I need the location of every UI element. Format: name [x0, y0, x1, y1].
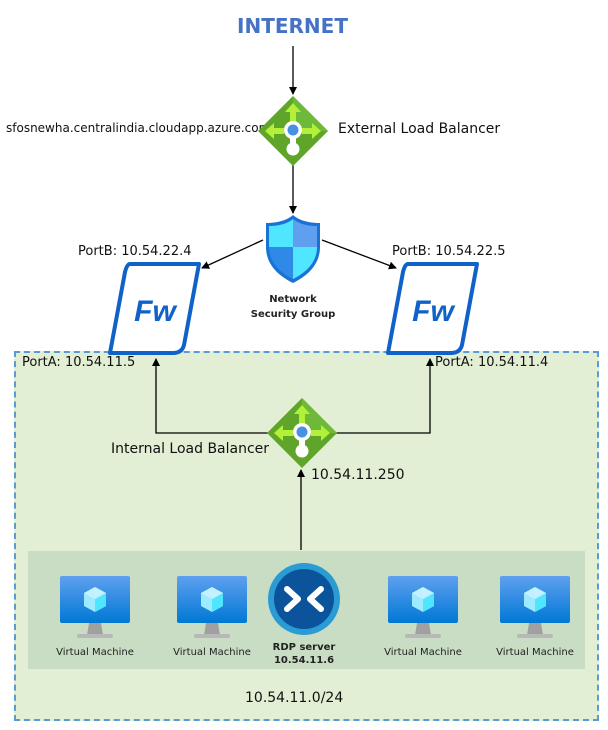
fw2-glyph: Fw [412, 295, 455, 328]
rdp-ip: 10.54.11.6 [273, 655, 335, 666]
shield-icon [266, 215, 320, 283]
virtual-machine-icon [177, 576, 247, 638]
fw2-porta-label: PortA: 10.54.11.4 [435, 355, 549, 370]
arrow-nsg-to-fw2 [321, 239, 397, 270]
ilb-ip: 10.54.11.250 [311, 467, 405, 483]
rdp-label: RDP server [272, 642, 336, 653]
virtual-machine-icon [60, 576, 130, 638]
vm-node: Virtual Machine [167, 575, 257, 658]
virtual-machine-icon [500, 576, 570, 638]
elb-dns-name: sfosnewha.centralindia.cloudapp.azure.co… [6, 121, 271, 135]
nsg-label-line1: Network [269, 294, 317, 305]
vm-label: Virtual Machine [173, 647, 251, 658]
fw2-portb-label: PortB: 10.54.22.5 [392, 244, 506, 259]
rdp-icon [268, 563, 340, 635]
load-balancer-icon [267, 398, 337, 468]
nsg-label: Network Security Group [243, 292, 343, 322]
firewall-icon: Fw [108, 262, 201, 355]
internet-label: INTERNET [237, 14, 348, 38]
vm-label: Virtual Machine [496, 647, 574, 658]
arrow-ilb-to-fw2 [336, 358, 434, 434]
virtual-machine-icon [388, 576, 458, 638]
arrow-ilb-to-fw1 [152, 358, 270, 434]
vm-label: Virtual Machine [56, 647, 134, 658]
fw1-porta-label: PortA: 10.54.11.5 [22, 355, 136, 370]
fw1-portb-label: PortB: 10.54.22.4 [78, 244, 192, 259]
vm-node: Virtual Machine [50, 575, 140, 658]
vm-label: Virtual Machine [384, 647, 462, 658]
elb-label: External Load Balancer [338, 121, 501, 137]
rdp-node: RDP server 10.54.11.6 [256, 562, 352, 667]
nsg-label-line2: Security Group [250, 309, 336, 320]
vm-node: Virtual Machine [378, 575, 468, 658]
firewall-icon: Fw [386, 262, 479, 355]
vm-node: Virtual Machine [490, 575, 580, 658]
fw1-glyph: Fw [134, 295, 177, 328]
ilb-label: Internal Load Balancer [111, 441, 270, 457]
load-balancer-icon [258, 96, 328, 166]
arrow-nsg-to-fw1 [201, 239, 264, 269]
subnet-cidr: 10.54.11.0/24 [245, 690, 344, 706]
